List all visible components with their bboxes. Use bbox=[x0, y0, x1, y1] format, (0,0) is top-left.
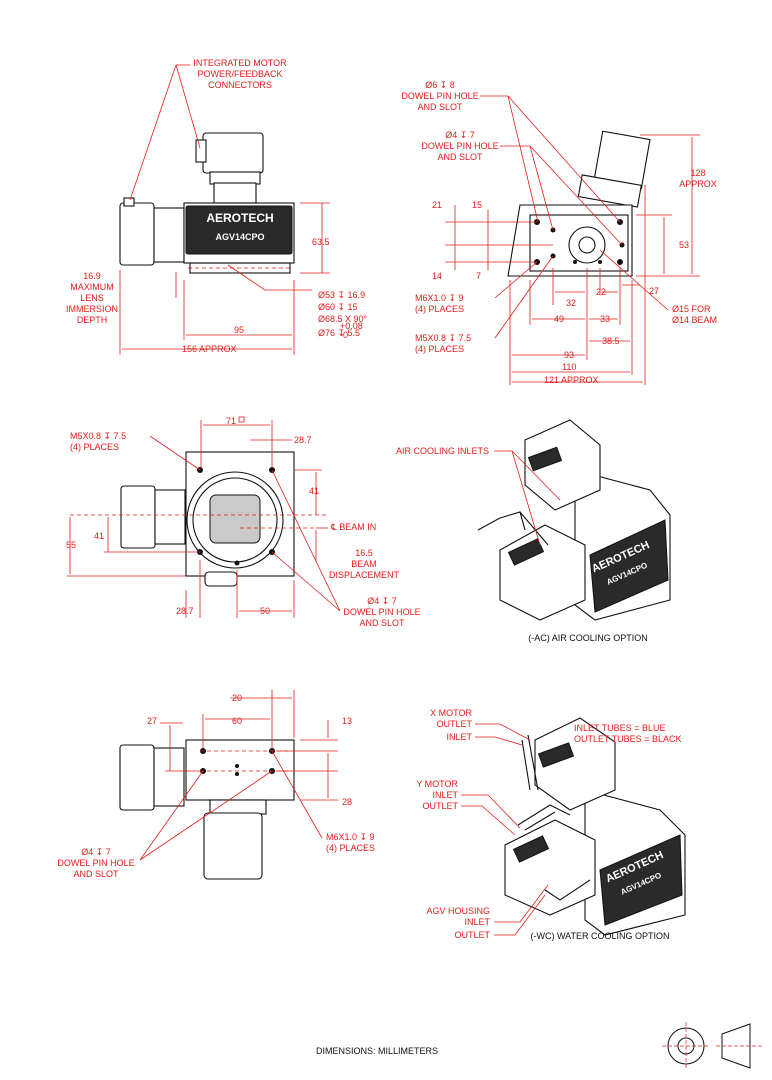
lens-depth-line-2: MAXIMUM bbox=[70, 282, 114, 292]
dim-93: 93 bbox=[564, 350, 574, 360]
air-cooling-iso-view: AEROTECH AGV14CPO AIR COOLING INLETS (-A… bbox=[396, 419, 671, 643]
motor-label-2: POWER/FEEDBACK bbox=[197, 69, 282, 79]
x-motor-line-2: OUTLET bbox=[436, 719, 472, 729]
dowel4-top-line-3: AND SLOT bbox=[437, 152, 483, 162]
dowel4-front-line-3: AND SLOT bbox=[359, 618, 405, 628]
agv-housing-line-3: OUTLET bbox=[454, 930, 490, 940]
dim-128-approx: APPROX bbox=[679, 179, 717, 189]
agv-housing-line-1: AGV HOUSING bbox=[426, 906, 490, 916]
end-view: Ø6 ↧ 8 DOWEL PIN HOLE AND SLOT Ø4 ↧ 7 DO… bbox=[401, 80, 717, 385]
bore-line-2: Ø60 ↧ 15 bbox=[318, 302, 358, 312]
dim-128: 128 bbox=[690, 168, 705, 178]
m6-bot-line-1: M6X1.0 ↧ 9 bbox=[326, 832, 375, 842]
beam-disp-line-1: 16.5 bbox=[355, 548, 373, 558]
bore-tol-minus: -0 bbox=[340, 330, 348, 340]
lens-depth-line-3: LENS bbox=[80, 293, 104, 303]
y-motor-line-2: INLET bbox=[432, 790, 458, 800]
dim-28: 28 bbox=[342, 797, 352, 807]
dim-121: 121 APPROX bbox=[544, 375, 599, 385]
dim-33: 33 bbox=[600, 314, 610, 324]
ac-caption: (-AC) AIR COOLING OPTION bbox=[528, 633, 648, 643]
wc-caption: (-WC) WATER COOLING OPTION bbox=[531, 931, 670, 941]
dim-95: 95 bbox=[234, 325, 244, 335]
dim-15: 15 bbox=[472, 200, 482, 210]
m6-top-line-2: (4) PLACES bbox=[415, 304, 464, 314]
dowel6-line-2: DOWEL PIN HOLE bbox=[401, 91, 478, 101]
dim-55: 55 bbox=[66, 540, 76, 550]
m6-bot-line-2: (4) PLACES bbox=[326, 843, 375, 853]
bore-line-3: Ø68.5 X 90° bbox=[318, 314, 368, 324]
dim-41a: 41 bbox=[309, 486, 319, 496]
dowel6-line-3: AND SLOT bbox=[417, 102, 463, 112]
dim-110: 110 bbox=[562, 362, 576, 372]
dim-27: 27 bbox=[649, 286, 659, 296]
dim-28-7a: 28.7 bbox=[294, 435, 312, 445]
dim-7: 7 bbox=[476, 271, 481, 281]
m6-top-line-1: M6X1.0 ↧ 9 bbox=[415, 293, 464, 303]
agv-housing-line-2: INLET bbox=[464, 917, 490, 927]
dowel4-front-line-2: DOWEL PIN HOLE bbox=[343, 607, 420, 617]
dim-49: 49 bbox=[554, 314, 564, 324]
m5-top-line-1: M5X0.8 ↧ 7.5 bbox=[415, 333, 471, 343]
dim-156: 156 APPROX bbox=[182, 344, 237, 354]
bottom-view: 20 60 27 13 28 Ø4 ↧ 7 DOWEL PIN HOLE AND… bbox=[57, 690, 375, 880]
dowel4-top-line-1: Ø4 ↧ 7 bbox=[445, 130, 475, 140]
lens-depth-line-5: DEPTH bbox=[77, 315, 108, 325]
dowel4-bot-line-1: Ø4 ↧ 7 bbox=[81, 847, 111, 857]
tube-colors-1: INLET TUBES = BLUE bbox=[574, 723, 665, 733]
motor-label-3: CONNECTORS bbox=[208, 80, 272, 90]
dim-38-5: 38.5 bbox=[602, 336, 620, 346]
beam-15-line-1: Ø15 FOR bbox=[672, 304, 711, 314]
dim-13: 13 bbox=[342, 716, 352, 726]
dowel4-front-line-1: Ø4 ↧ 7 bbox=[367, 596, 397, 606]
dowel6-line-1: Ø6 ↧ 8 bbox=[425, 80, 455, 90]
dim-22: 22 bbox=[596, 287, 606, 297]
beam-in: ℄ BEAM IN bbox=[330, 522, 376, 532]
motor-label-1: INTEGRATED MOTOR bbox=[193, 58, 287, 68]
dim-50: 50 bbox=[260, 606, 270, 616]
model-text-side: AGV14CPO bbox=[215, 232, 264, 242]
beam-15-line-2: Ø14 BEAM bbox=[672, 315, 717, 325]
dim-21: 21 bbox=[432, 200, 442, 210]
dim-63-5: 63.5 bbox=[312, 237, 330, 247]
water-cooling-iso-view: AEROTECH AGV14CPO X MOTOR OUTLET INLET Y… bbox=[416, 708, 686, 941]
units-note: DIMENSIONS: MILLIMETERS bbox=[316, 1046, 438, 1056]
dowel4-bot-line-2: DOWEL PIN HOLE bbox=[57, 858, 134, 868]
air-inlets: AIR COOLING INLETS bbox=[396, 446, 489, 456]
y-motor-line-1: Y MOTOR bbox=[416, 779, 458, 789]
bore-line-1: Ø53 ↧ 16.9 bbox=[318, 290, 365, 300]
dim-60: 60 bbox=[232, 716, 242, 726]
x-motor-line-1: X MOTOR bbox=[430, 708, 472, 718]
x-motor-line-3: INLET bbox=[446, 732, 472, 742]
front-view: 71 M5X0.8 ↧ 7.5 (4) PLACES 28.7 41 55 41… bbox=[66, 416, 421, 628]
dim-53: 53 bbox=[679, 240, 689, 250]
projection-symbol-icon bbox=[662, 1022, 762, 1070]
dim-71: 71 bbox=[226, 416, 236, 426]
dim-20: 20 bbox=[232, 693, 242, 703]
bore-tol-plus: +0.08 bbox=[340, 321, 363, 331]
lens-depth-line-1: 16.9 bbox=[83, 271, 101, 281]
m5-front-line-1: M5X0.8 ↧ 7.5 bbox=[70, 431, 126, 441]
side-view: AEROTECH AGV14CPO 63.5 95 156 APPROX 16.… bbox=[66, 58, 368, 355]
dim-14: 14 bbox=[432, 271, 442, 281]
bore-line-4: Ø76 ↧ 5.5 bbox=[318, 328, 360, 338]
tube-colors-2: OUTLET TUBES = BLACK bbox=[574, 734, 681, 744]
dowel4-bot-line-3: AND SLOT bbox=[73, 869, 119, 879]
y-motor-line-3: OUTLET bbox=[422, 801, 458, 811]
dim-27b: 27 bbox=[147, 716, 157, 726]
m5-front-line-2: (4) PLACES bbox=[70, 442, 119, 452]
dim-28-7b: 28.7 bbox=[176, 606, 194, 616]
dim-41b: 41 bbox=[94, 531, 104, 541]
m5-top-line-2: (4) PLACES bbox=[415, 344, 464, 354]
beam-disp-line-2: BEAM bbox=[351, 559, 377, 569]
dowel4-top-line-2: DOWEL PIN HOLE bbox=[421, 141, 498, 151]
brand-text-side: AEROTECH bbox=[206, 211, 273, 225]
dim-32: 32 bbox=[566, 298, 576, 308]
beam-disp-line-3: DISPLACEMENT bbox=[329, 570, 400, 580]
lens-depth-line-4: IMMERSION bbox=[66, 304, 118, 314]
